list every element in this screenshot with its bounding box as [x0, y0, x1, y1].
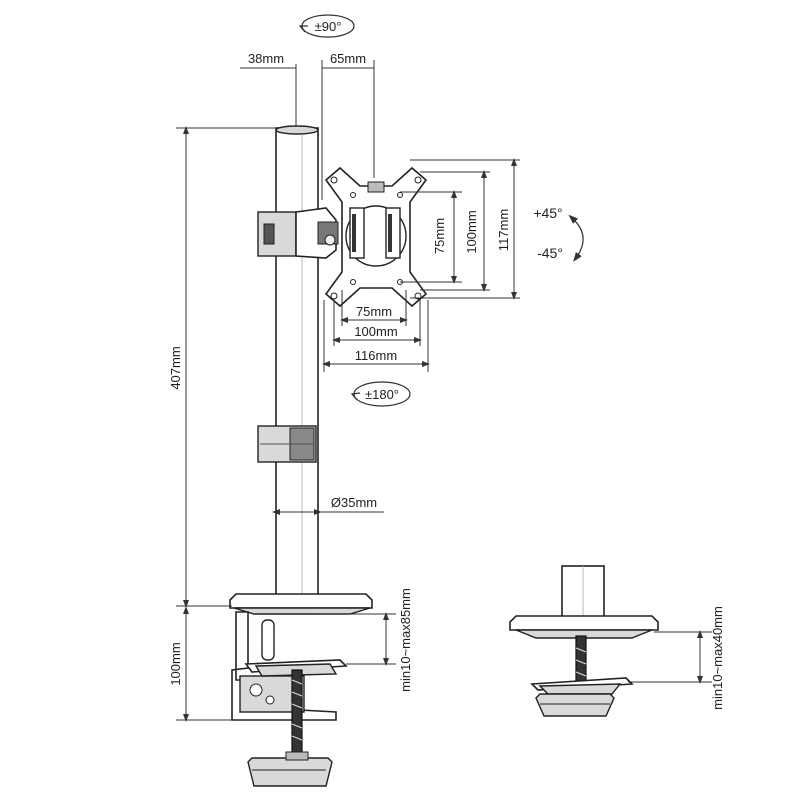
desk-clamp [231, 611, 348, 787]
tilt-up-label: +45° [533, 205, 562, 221]
height-collar [257, 425, 317, 463]
clamp-height-label: 100mm [168, 642, 183, 685]
vesa-h100-label: 100mm [464, 210, 479, 253]
main-mount [229, 125, 428, 787]
pole-top [275, 125, 319, 135]
arm-bracket [257, 207, 339, 259]
vesa-plate [324, 166, 428, 308]
height-407-label: 407mm [168, 346, 183, 389]
pole-diameter-label: Ø35mm [331, 495, 377, 510]
clamp-knob [247, 757, 333, 787]
rotation-label: ±180° [365, 387, 399, 402]
dimension-lines [176, 60, 520, 722]
plate-h117-label: 117mm [496, 209, 511, 251]
labels: ±90° 38mm 65mm 407mm +45° -45° 75mm 100m… [168, 19, 725, 710]
width-38-label: 38mm [248, 51, 284, 66]
vesa-w75-label: 75mm [356, 304, 392, 319]
alt-clamp-range-label: min10~max40mm [710, 606, 725, 710]
pole [275, 127, 319, 607]
tilt-arrow [568, 214, 584, 262]
clamp-range-label: min10~max85mm [398, 588, 413, 692]
vesa-w100-label: 100mm [354, 324, 397, 339]
plate-w116-label: 116mm [355, 348, 397, 363]
base-plate [229, 593, 373, 615]
swivel-symbol [298, 14, 355, 38]
width-65-label: 65mm [330, 51, 366, 66]
swivel-label: ±90° [315, 19, 342, 34]
alt-clamp-knob [535, 693, 615, 717]
rotation-symbol [350, 381, 411, 407]
alternate-clamp [509, 565, 712, 717]
vesa-h75-label: 75mm [432, 218, 447, 254]
tilt-down-label: -45° [537, 245, 563, 261]
